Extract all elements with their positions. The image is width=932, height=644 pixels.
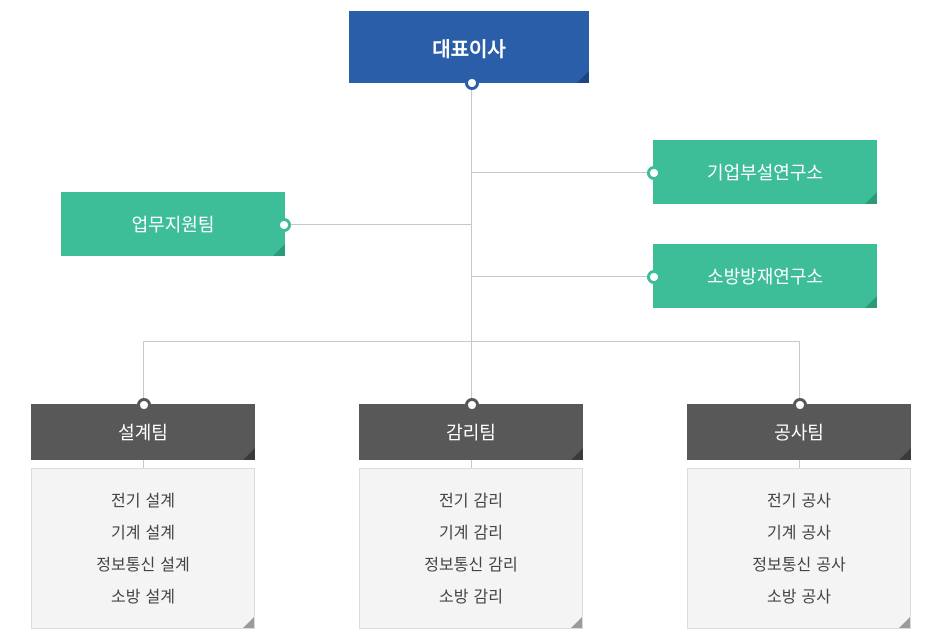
list-item: 기계 설계 — [111, 522, 175, 542]
business-support-box: 업무지원팀 — [61, 192, 285, 256]
supervision-team-dot — [465, 398, 479, 412]
corner-fold — [571, 617, 582, 628]
corner-fold — [899, 448, 911, 460]
list-item: 전기 설계 — [111, 490, 175, 510]
connector-construction-team — [799, 341, 800, 404]
ceo-label: 대표이사 — [432, 36, 506, 61]
corner-fold — [899, 617, 910, 628]
rnd-fire-box: 소방방재연구소 — [653, 244, 877, 308]
corner-fold — [243, 617, 254, 628]
list-item: 정보통신 감리 — [424, 554, 518, 574]
rnd-fire-dot — [647, 270, 661, 284]
ceo-box: 대표이사 — [349, 11, 589, 83]
design-team-panel: 전기 설계 기계 설계 정보통신 설계 소방 설계 — [31, 468, 255, 629]
rnd-corporate-dot — [647, 166, 661, 180]
list-item: 소방 공사 — [767, 586, 831, 606]
list-item: 소방 감리 — [439, 586, 503, 606]
ceo-connector-dot — [465, 76, 479, 90]
design-panel-link — [143, 460, 144, 468]
business-support-dot — [277, 218, 291, 232]
corner-fold — [865, 192, 877, 204]
corner-fold — [577, 71, 589, 83]
supervision-team-label: 감리팀 — [446, 423, 496, 444]
list-item: 정보통신 설계 — [96, 554, 190, 574]
connector-rnd-fire — [471, 276, 653, 277]
connector-design-team — [143, 341, 144, 404]
supervision-team-box: 감리팀 — [359, 404, 583, 460]
design-team-label: 설계팀 — [118, 423, 168, 444]
rnd-corporate-box: 기업부설연구소 — [653, 140, 877, 204]
list-item: 정보통신 공사 — [752, 554, 846, 574]
list-item: 전기 감리 — [439, 490, 503, 510]
construction-team-dot — [793, 398, 807, 412]
list-item: 소방 설계 — [111, 586, 175, 606]
corner-fold — [865, 296, 877, 308]
design-team-box: 설계팀 — [31, 404, 255, 460]
corner-fold — [571, 448, 583, 460]
corner-fold — [273, 244, 285, 256]
construction-team-box: 공사팀 — [687, 404, 911, 460]
business-support-label: 업무지원팀 — [131, 215, 215, 236]
rnd-fire-label: 소방방재연구소 — [707, 267, 823, 288]
construction-team-label: 공사팀 — [774, 423, 824, 444]
connector-business-support — [285, 224, 472, 225]
supervision-panel-link — [471, 460, 472, 468]
team-bus-line — [143, 341, 800, 342]
supervision-team-panel: 전기 감리 기계 감리 정보통신 감리 소방 감리 — [359, 468, 583, 629]
connector-rnd-corporate — [471, 172, 653, 173]
list-item: 기계 감리 — [439, 522, 503, 542]
corner-fold — [243, 448, 255, 460]
rnd-corporate-label: 기업부설연구소 — [707, 163, 823, 184]
construction-panel-link — [799, 460, 800, 468]
trunk-line — [471, 83, 472, 405]
design-team-dot — [137, 398, 151, 412]
list-item: 기계 공사 — [767, 522, 831, 542]
list-item: 전기 공사 — [767, 490, 831, 510]
construction-team-panel: 전기 공사 기계 공사 정보통신 공사 소방 공사 — [687, 468, 911, 629]
